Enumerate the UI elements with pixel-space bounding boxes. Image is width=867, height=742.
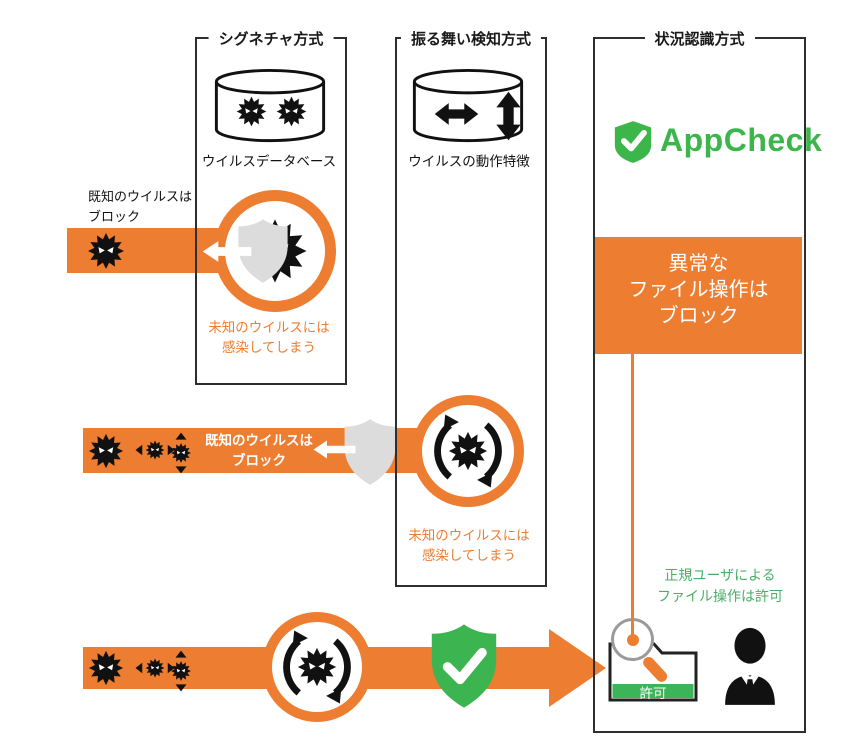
behavior-blocked-label: 既知のウイルスは ブロック <box>205 433 313 468</box>
appcheck-logo-icon <box>613 119 653 165</box>
database-cylinder-icon <box>210 68 330 146</box>
mutating-virus-icon <box>270 629 364 705</box>
folder-permission-label: 許可 <box>639 686 667 701</box>
double-arrow-horizontal-icon <box>428 100 485 128</box>
appcheck-logo-text: AppCheck <box>660 122 823 158</box>
magnifier-focus-dot <box>627 634 639 646</box>
user-icon <box>722 626 778 706</box>
signature-column-title: シグネチャ方式 <box>208 28 334 49</box>
signature-blocked-label: 既知のウイルスは ブロック <box>88 189 193 224</box>
signature-caption: 未知のウイルスには 感染してしまう <box>208 320 330 355</box>
signature-db-label: ウイルスデータベース <box>201 154 337 169</box>
appcheck-column-title: 状況認識方式 <box>644 28 755 49</box>
allow-caption: 正規ユーザによる ファイル操作は許可 <box>657 567 783 604</box>
left-arrow-icon <box>312 438 357 461</box>
virus-vertical-arrows-icon <box>167 649 195 693</box>
block-banner-text: 異常な ファイル操作は ブロック <box>628 253 769 327</box>
known-virus-circle <box>214 190 336 312</box>
virus-icon <box>87 432 125 470</box>
virus-vertical-arrows-icon <box>167 431 195 475</box>
virus-icon <box>235 95 268 128</box>
right-arrow-icon <box>549 629 606 707</box>
left-arrow-icon <box>201 239 253 264</box>
block-banner: 異常な ファイル操作は ブロック <box>595 237 802 354</box>
behavior-caption: 未知のウイルスには 感染してしまう <box>408 528 530 563</box>
check-shield-icon <box>424 622 504 710</box>
virus-icon <box>87 649 125 687</box>
behavior-column-title: 振る舞い検知方式 <box>400 28 542 49</box>
mutating-virus-icon <box>421 413 515 489</box>
double-arrow-vertical-icon <box>490 90 527 142</box>
virus-icon <box>275 95 308 128</box>
monitor-connector-line <box>631 354 634 641</box>
behavior-db-label: ウイルスの動作特徴 <box>408 154 530 169</box>
virus-icon <box>86 231 126 271</box>
